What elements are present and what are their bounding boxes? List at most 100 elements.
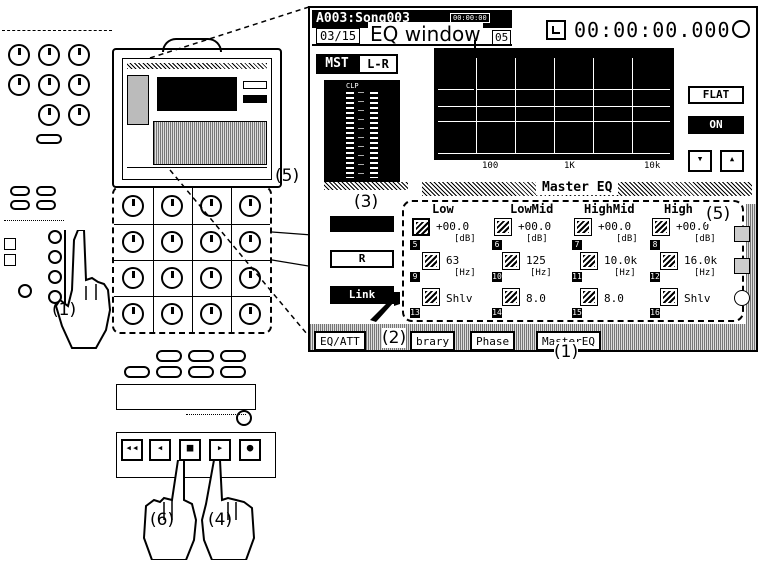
rewind-button[interactable]: ◂◂ bbox=[121, 439, 143, 461]
encoder-knob[interactable] bbox=[239, 231, 261, 253]
encoder-knob[interactable] bbox=[200, 231, 222, 253]
encoder-knob[interactable] bbox=[200, 303, 222, 325]
pill-button[interactable] bbox=[156, 366, 182, 378]
freq-knob-icon[interactable] bbox=[502, 252, 520, 270]
q-knob-icon[interactable] bbox=[502, 288, 520, 306]
callout-1-tab: (1) bbox=[554, 342, 579, 362]
r-button[interactable]: R bbox=[330, 250, 394, 268]
round-button[interactable] bbox=[236, 410, 252, 426]
pill-button[interactable] bbox=[188, 350, 214, 362]
header-bar: A003:Song003 00:00:00 03/15 EQ window 05… bbox=[310, 8, 756, 46]
gain-knob-icon[interactable] bbox=[574, 218, 592, 236]
scroll-up-button[interactable]: ▴ bbox=[720, 150, 744, 172]
encoder-knob[interactable] bbox=[239, 267, 261, 289]
q-knob-icon[interactable] bbox=[660, 288, 678, 306]
freq-value-high[interactable]: 16.0k bbox=[684, 254, 718, 267]
q-value-lowmid[interactable]: 8.0 bbox=[526, 292, 546, 305]
pill-button[interactable] bbox=[10, 186, 30, 196]
record-button[interactable]: ● bbox=[239, 439, 261, 461]
side-icon[interactable] bbox=[734, 290, 750, 306]
pill-button[interactable] bbox=[188, 366, 214, 378]
knob[interactable] bbox=[38, 44, 60, 66]
q-value-highmid[interactable]: 8.0 bbox=[604, 292, 624, 305]
pill-button[interactable] bbox=[220, 350, 246, 362]
eq-window-label: EQ window bbox=[368, 22, 483, 46]
counter-mode-icon[interactable] bbox=[732, 20, 750, 38]
encoder-knob[interactable] bbox=[200, 267, 222, 289]
att-bar[interactable] bbox=[330, 216, 394, 232]
round-button[interactable] bbox=[48, 250, 62, 264]
encoder-knob[interactable] bbox=[122, 267, 144, 289]
pill-button[interactable] bbox=[220, 366, 246, 378]
encoder-knob[interactable] bbox=[122, 231, 144, 253]
knob[interactable] bbox=[68, 104, 90, 126]
stop-button[interactable]: ■ bbox=[179, 439, 201, 461]
encoder-knob[interactable] bbox=[161, 267, 183, 289]
round-button[interactable] bbox=[18, 284, 32, 298]
knob[interactable] bbox=[68, 44, 90, 66]
gain-value-high[interactable]: +00.0 bbox=[676, 220, 710, 233]
knob[interactable] bbox=[38, 104, 60, 126]
encoder-knob[interactable] bbox=[122, 303, 144, 325]
tab-lr[interactable]: L-R bbox=[358, 54, 398, 74]
encoder-knob[interactable] bbox=[122, 195, 144, 217]
encoder-knob[interactable] bbox=[239, 303, 261, 325]
tab-mst[interactable]: MST bbox=[316, 54, 358, 74]
pill-button[interactable] bbox=[10, 200, 30, 210]
encoder-knob[interactable] bbox=[161, 303, 183, 325]
freq-value-lowmid[interactable]: 125 bbox=[526, 254, 546, 267]
freq-unit-high: [Hz] bbox=[694, 268, 716, 278]
link-button[interactable]: Link bbox=[330, 286, 394, 304]
round-button[interactable] bbox=[48, 290, 62, 304]
encoder-knob[interactable] bbox=[200, 195, 222, 217]
q-value-low[interactable]: Shlv bbox=[446, 292, 473, 305]
callout-6: (6) bbox=[150, 510, 175, 530]
tab-eq-att[interactable]: EQ/ATT bbox=[314, 331, 366, 351]
scroll-down-button[interactable]: ▾ bbox=[688, 150, 712, 172]
lower-button-bank bbox=[116, 350, 276, 430]
mini-screen-bezel bbox=[112, 48, 282, 188]
q-knob-icon[interactable] bbox=[580, 288, 598, 306]
side-icon[interactable] bbox=[734, 258, 750, 274]
freq-value-low[interactable]: 63 bbox=[446, 254, 460, 267]
knob[interactable] bbox=[8, 74, 30, 96]
gain-knob-icon[interactable] bbox=[652, 218, 670, 236]
freq-knob-icon[interactable] bbox=[422, 252, 440, 270]
gain-knob-icon[interactable] bbox=[494, 218, 512, 236]
encoder-knob[interactable] bbox=[161, 195, 183, 217]
gain-value-highmid[interactable]: +00.0 bbox=[598, 220, 632, 233]
knob[interactable] bbox=[8, 44, 30, 66]
q-value-high[interactable]: Shlv bbox=[684, 292, 711, 305]
pill-button[interactable] bbox=[124, 366, 150, 378]
round-button[interactable] bbox=[48, 270, 62, 284]
band-header-high: High bbox=[664, 202, 693, 216]
play-button[interactable]: ▸ bbox=[209, 439, 231, 461]
q-knob-icon[interactable] bbox=[422, 288, 440, 306]
flat-button[interactable]: FLAT bbox=[688, 86, 744, 104]
gain-value-low[interactable]: +00.0 bbox=[436, 220, 470, 233]
pill-button[interactable] bbox=[36, 200, 56, 210]
freq-knob-icon[interactable] bbox=[580, 252, 598, 270]
meter-clip-label: CLP bbox=[346, 82, 359, 90]
gain-knob-icon[interactable] bbox=[412, 218, 430, 236]
back-button[interactable]: ◂ bbox=[149, 439, 171, 461]
gain-value-lowmid[interactable]: +00.0 bbox=[518, 220, 552, 233]
page-number: 05 bbox=[492, 30, 512, 45]
on-button[interactable]: ON bbox=[688, 116, 744, 134]
knob[interactable] bbox=[68, 74, 90, 96]
callout-3: (3) bbox=[354, 192, 379, 212]
freq-value-highmid[interactable]: 10.0k bbox=[604, 254, 638, 267]
pill-button[interactable] bbox=[156, 350, 182, 362]
round-button[interactable] bbox=[48, 230, 62, 244]
freq-knob-icon[interactable] bbox=[660, 252, 678, 270]
tab-library[interactable]: brary bbox=[410, 331, 456, 351]
knob[interactable] bbox=[38, 74, 60, 96]
encoder-knob[interactable] bbox=[161, 231, 183, 253]
pill-button[interactable] bbox=[36, 186, 56, 196]
freq-unit-low: [Hz] bbox=[454, 268, 476, 278]
tab-phase[interactable]: Phase bbox=[470, 331, 516, 351]
small-button[interactable] bbox=[36, 134, 62, 144]
side-icon[interactable] bbox=[734, 226, 750, 242]
encoder-knob[interactable] bbox=[239, 195, 261, 217]
right-edge-strip bbox=[746, 204, 756, 324]
